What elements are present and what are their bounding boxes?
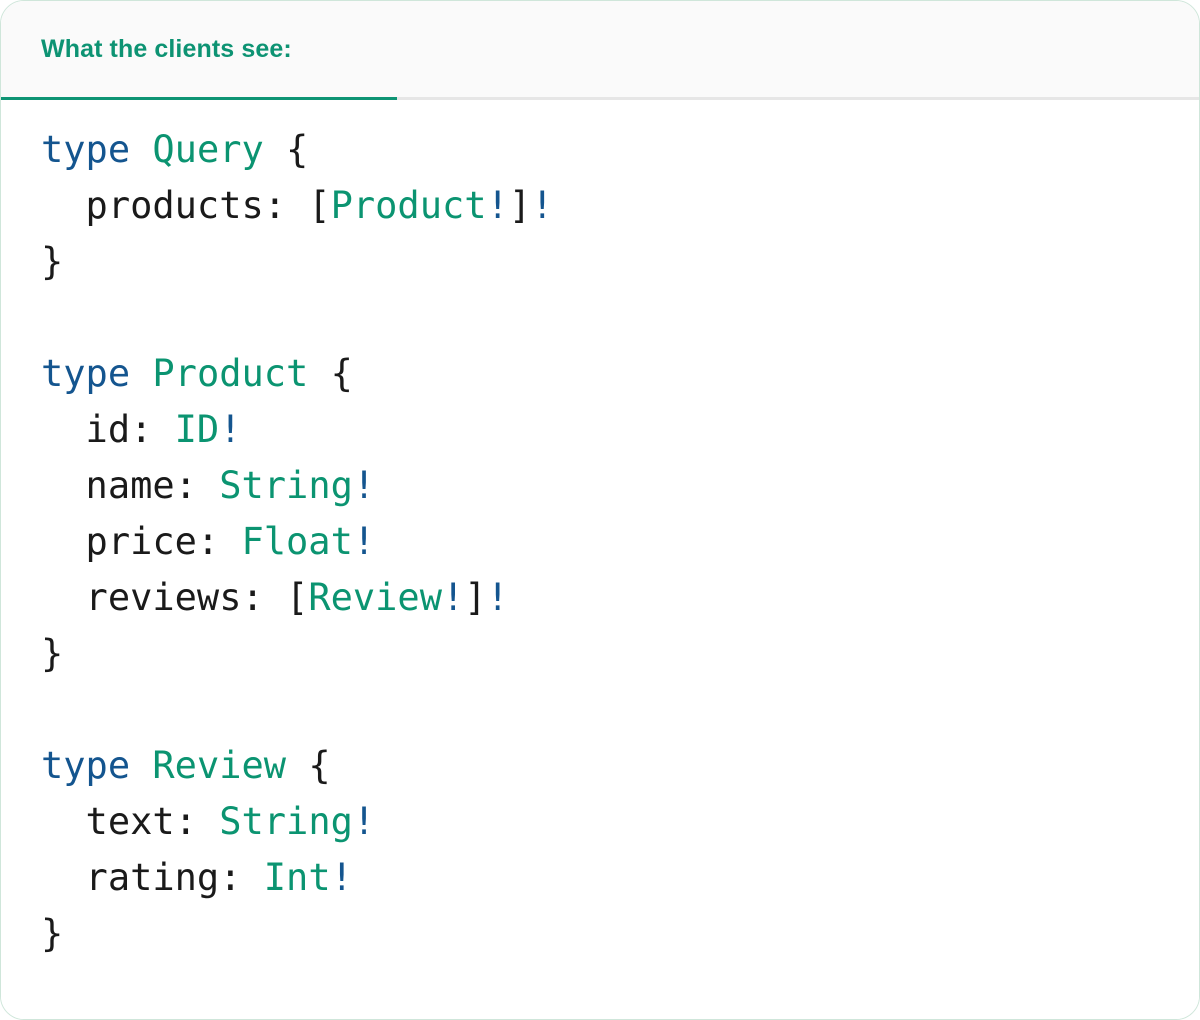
- code-line: products: [Product!]!: [41, 178, 1159, 234]
- code-token: reviews: [: [41, 576, 309, 619]
- tab-what-the-clients-see[interactable]: What the clients see:: [1, 1, 397, 100]
- code-token: name:: [41, 464, 220, 507]
- code-token: Int: [263, 856, 331, 899]
- code-token: id:: [41, 408, 175, 451]
- code-token: ]: [464, 576, 487, 619]
- code-token: Product: [152, 352, 309, 395]
- code-line: reviews: [Review!]!: [41, 570, 1159, 626]
- code-token: !: [352, 464, 376, 507]
- code-token: !: [486, 576, 509, 619]
- tab-bar: What the clients see:: [1, 1, 1199, 100]
- code-token: Query: [152, 128, 264, 171]
- code-token: rating:: [41, 856, 264, 899]
- code-token: !: [330, 856, 353, 899]
- code-token: [130, 128, 152, 171]
- code-line: type Query {: [41, 122, 1159, 178]
- code-token: [130, 352, 152, 395]
- code-token: [130, 744, 152, 787]
- code-line: type Product {: [41, 346, 1159, 402]
- code-token: text:: [41, 800, 220, 843]
- code-token: !: [486, 184, 509, 227]
- code-token: products: [: [41, 184, 331, 227]
- code-line: id: ID!: [41, 402, 1159, 458]
- code-line: price: Float!: [41, 514, 1159, 570]
- code-token: ID: [174, 408, 220, 451]
- code-token: String: [219, 464, 353, 507]
- code-token: !: [352, 520, 376, 563]
- code-line: type Review {: [41, 738, 1159, 794]
- code-line: }: [41, 234, 1159, 290]
- code-token: }: [41, 240, 64, 283]
- code-token: !: [531, 184, 554, 227]
- code-token: String: [219, 800, 353, 843]
- code-token: ]: [508, 184, 532, 227]
- code-token: Review: [308, 576, 442, 619]
- code-token: {: [263, 128, 309, 171]
- graphql-schema-code[interactable]: type Query { products: [Product!]!} type…: [41, 122, 1159, 962]
- code-line: [41, 682, 1159, 738]
- code-token: }: [41, 632, 64, 675]
- code-line: }: [41, 626, 1159, 682]
- code-token: type: [41, 128, 131, 171]
- code-line: }: [41, 906, 1159, 962]
- code-token: {: [308, 352, 353, 395]
- code-line: rating: Int!: [41, 850, 1159, 906]
- code-token: type: [41, 744, 131, 787]
- code-token: !: [352, 800, 376, 843]
- code-token: !: [219, 408, 242, 451]
- code-panel: type Query { products: [Product!]!} type…: [1, 100, 1199, 1019]
- code-line: [41, 290, 1159, 346]
- code-token: }: [41, 912, 64, 955]
- code-token: Product: [330, 184, 487, 227]
- code-token: type: [41, 352, 131, 395]
- code-token: price:: [41, 520, 242, 563]
- code-token: Review: [152, 744, 287, 787]
- code-line: name: String!: [41, 458, 1159, 514]
- code-line: text: String!: [41, 794, 1159, 850]
- tab-label: What the clients see:: [41, 34, 292, 63]
- code-token: !: [441, 576, 465, 619]
- code-token: {: [286, 744, 331, 787]
- code-token: Float: [241, 520, 353, 563]
